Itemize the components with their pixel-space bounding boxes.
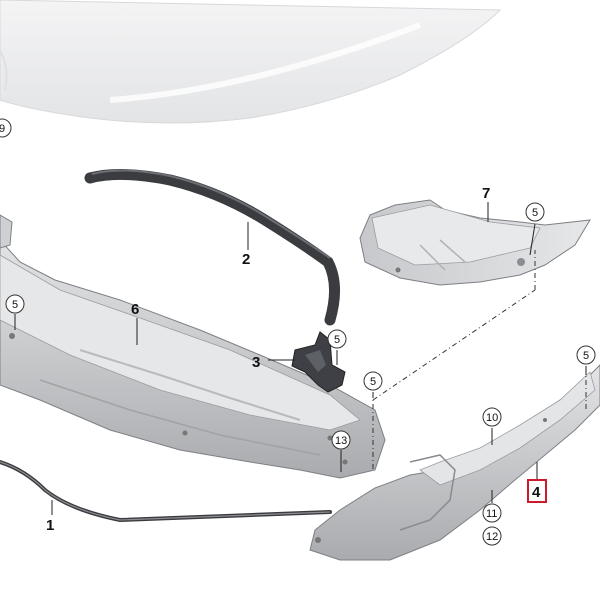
- circled-callout-5e: 5: [576, 345, 596, 365]
- svg-text:12: 12: [486, 531, 498, 543]
- part-6-top-face: [0, 254, 361, 431]
- callout-1: 1: [46, 517, 54, 534]
- part-7-top-face: [371, 204, 541, 266]
- part-6-hole: [9, 333, 15, 339]
- callout-2: 2: [242, 251, 250, 268]
- callout-3: 3: [252, 354, 260, 371]
- part-4-hole-2: [543, 418, 547, 422]
- hood-crease-2: [0, 49, 8, 91]
- circled-callout-10: 10: [482, 407, 502, 427]
- callout-6: 6: [131, 301, 139, 318]
- circled-callout-11: 11: [482, 503, 502, 523]
- part-2-seal-highlight: [91, 169, 331, 259]
- hood-panel: [0, 0, 502, 124]
- part-6-hole-2: [182, 430, 188, 436]
- svg-text:5: 5: [12, 299, 18, 311]
- part-2-seal: [84, 168, 340, 326]
- part-6-hole-4: [342, 459, 348, 465]
- part-4-hole: [315, 537, 321, 543]
- part-6-hole-3: [327, 435, 333, 441]
- circled-callout-13: 13: [331, 430, 351, 450]
- part-7-hole: [517, 258, 525, 266]
- svg-text:10: 10: [486, 412, 498, 424]
- circled-callout-9: 9: [0, 118, 12, 138]
- part-3-bracket-face: [305, 350, 326, 372]
- svg-text:13: 13: [335, 435, 347, 447]
- part-6-ridge: [79, 349, 301, 421]
- svg-text:11: 11: [486, 508, 497, 520]
- part-7-rib: [419, 239, 466, 271]
- svg-text:5: 5: [532, 207, 538, 219]
- part-4-flange: [399, 454, 456, 531]
- circled-callout-12: 12: [482, 526, 502, 546]
- part-6-ridge-2: [39, 379, 321, 456]
- part-1-seal-core: [0, 461, 331, 521]
- hood-crease: [109, 22, 422, 103]
- part-7-hole-2: [395, 267, 401, 273]
- part-4-top-face: [419, 371, 596, 486]
- svg-text:5: 5: [370, 376, 376, 388]
- leader-5b: [529, 223, 536, 256]
- alignment-line-2: [372, 289, 536, 401]
- part-6-left-stub: [0, 214, 13, 249]
- svg-text:9: 9: [0, 123, 5, 135]
- circled-callout-5a: 5: [5, 294, 25, 314]
- part-1-seal: [0, 460, 332, 523]
- circled-callout-5d: 5: [363, 371, 383, 391]
- circled-callout-5c: 5: [327, 329, 347, 349]
- circled-callout-5b: 5: [525, 202, 545, 222]
- callout-7: 7: [482, 185, 490, 202]
- svg-text:5: 5: [583, 350, 589, 362]
- callout-4: 4: [532, 484, 541, 501]
- callout-4-highlight: [527, 479, 547, 503]
- svg-text:5: 5: [334, 334, 340, 346]
